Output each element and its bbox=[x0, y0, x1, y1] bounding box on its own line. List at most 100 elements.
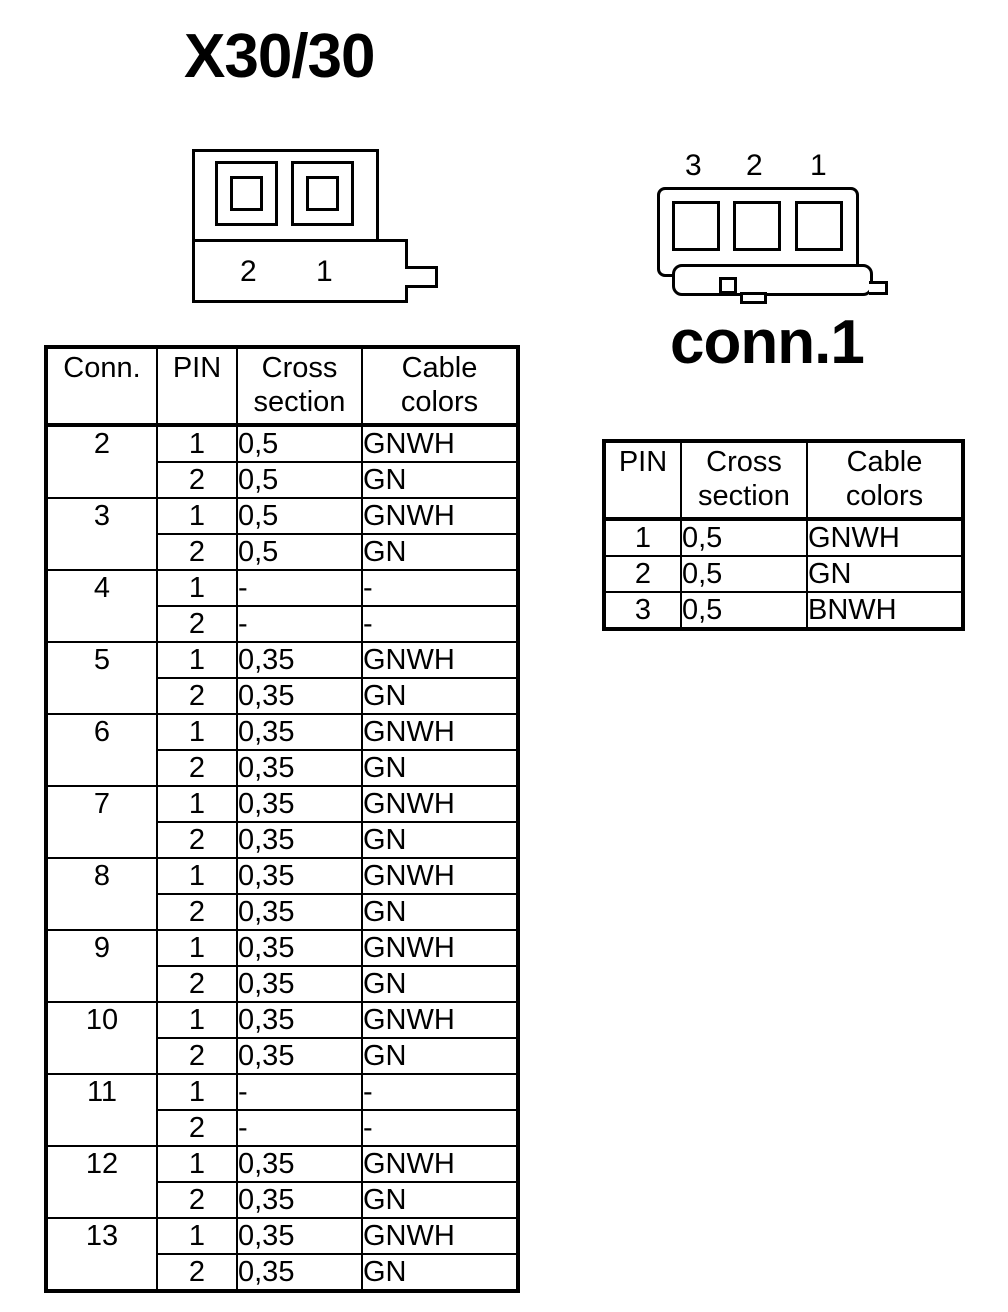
pin-cell: 2 bbox=[156, 749, 238, 787]
cable-color-cell: GNWH bbox=[361, 1001, 519, 1039]
cross-section-cell: 0,5 bbox=[236, 424, 363, 463]
cross-section-cell: 0,35 bbox=[236, 929, 363, 967]
pin-cell: 1 bbox=[156, 497, 238, 535]
cross-section-cell: 0,35 bbox=[236, 857, 363, 895]
cross-section-cell: 0,35 bbox=[236, 821, 363, 859]
x30-connector-base bbox=[192, 239, 408, 303]
header-pin: PIN bbox=[603, 440, 682, 521]
cable-color-cell: GN bbox=[361, 461, 519, 499]
pin-cell: 1 bbox=[156, 1217, 238, 1255]
cable-color-cell: GNWH bbox=[361, 785, 519, 823]
conn1-pin-label-1: 1 bbox=[810, 149, 827, 182]
cable-color-cell: BNWH bbox=[806, 591, 964, 630]
cable-color-cell: - bbox=[361, 1109, 519, 1147]
pin-cell: 2 bbox=[156, 677, 238, 715]
pin-cell: 1 bbox=[156, 713, 238, 751]
pin-cell: 2 bbox=[156, 821, 238, 859]
cable-color-cell: GN bbox=[361, 533, 519, 571]
conn-number-cell: 6 bbox=[45, 713, 158, 787]
conn1-latch-bar bbox=[672, 264, 873, 296]
table-row: 2-- bbox=[46, 1109, 519, 1147]
pin-cell: 2 bbox=[156, 1037, 238, 1075]
cable-color-cell: GN bbox=[361, 893, 519, 931]
pin-cell: 1 bbox=[156, 1145, 238, 1183]
cross-section-cell: 0,35 bbox=[236, 749, 363, 787]
cross-section-cell: 0,5 bbox=[680, 518, 808, 557]
pin-cell: 1 bbox=[156, 929, 238, 967]
cable-color-cell: GNWH bbox=[361, 713, 519, 751]
pin-cell: 1 bbox=[156, 569, 238, 607]
conn1-latch-tab-bottom bbox=[740, 292, 767, 304]
conn1-pin-label-2: 2 bbox=[746, 149, 763, 182]
cross-section-cell: 0,35 bbox=[236, 1001, 363, 1039]
cable-color-cell: - bbox=[361, 569, 519, 607]
cable-color-cell: GNWH bbox=[806, 518, 964, 557]
cross-section-cell: 0,35 bbox=[236, 677, 363, 715]
cross-section-cell: 0,35 bbox=[236, 1037, 363, 1075]
pin-cell: 2 bbox=[156, 1253, 238, 1292]
cross-section-cell: 0,5 bbox=[236, 461, 363, 499]
cross-section-cell: - bbox=[236, 1109, 363, 1147]
cross-section-cell: 0,35 bbox=[236, 893, 363, 931]
x30-pin-label-2: 2 bbox=[240, 255, 257, 288]
cable-color-cell: GN bbox=[361, 821, 519, 859]
pin-cell: 2 bbox=[156, 1109, 238, 1147]
cross-section-cell: 0,35 bbox=[236, 641, 363, 679]
cable-color-cell: GN bbox=[361, 965, 519, 1003]
cross-section-cell: 0,5 bbox=[236, 533, 363, 571]
cable-color-cell: GN bbox=[806, 555, 964, 593]
cable-color-cell: GN bbox=[361, 1037, 519, 1075]
cable-color-cell: GNWH bbox=[361, 1145, 519, 1183]
cable-color-cell: GNWH bbox=[361, 929, 519, 967]
cross-section-cell: 0,35 bbox=[236, 1181, 363, 1219]
conn-number-cell: 5 bbox=[45, 641, 158, 715]
conn-number-cell: 11 bbox=[45, 1073, 158, 1147]
cable-color-cell: - bbox=[361, 1073, 519, 1111]
cable-color-cell: GN bbox=[361, 677, 519, 715]
cable-color-cell: GN bbox=[361, 749, 519, 787]
x30-connector-latch bbox=[405, 266, 438, 288]
cross-section-cell: 0,5 bbox=[680, 591, 808, 630]
conn1-latch-tab-left bbox=[719, 277, 737, 294]
header-pin: PIN bbox=[156, 346, 238, 427]
pin-cell: 2 bbox=[156, 533, 238, 571]
cross-section-cell: - bbox=[236, 605, 363, 643]
cable-color-cell: GN bbox=[361, 1181, 519, 1219]
conn-number-cell: 8 bbox=[45, 857, 158, 931]
header-conn: Conn. bbox=[45, 346, 158, 427]
conn-number-cell: 2 bbox=[45, 424, 158, 499]
connector-title-conn1: conn.1 bbox=[670, 308, 865, 377]
cross-section-cell: 0,35 bbox=[236, 1217, 363, 1255]
pin-cell: 2 bbox=[156, 1181, 238, 1219]
pin-cell: 2 bbox=[156, 893, 238, 931]
cable-color-cell: GNWH bbox=[361, 424, 519, 463]
cross-section-cell: - bbox=[236, 569, 363, 607]
conn-number-cell: 4 bbox=[45, 569, 158, 643]
cable-color-cell: GN bbox=[361, 1253, 519, 1292]
conn-number-cell: 12 bbox=[45, 1145, 158, 1219]
pin-cell: 1 bbox=[156, 857, 238, 895]
